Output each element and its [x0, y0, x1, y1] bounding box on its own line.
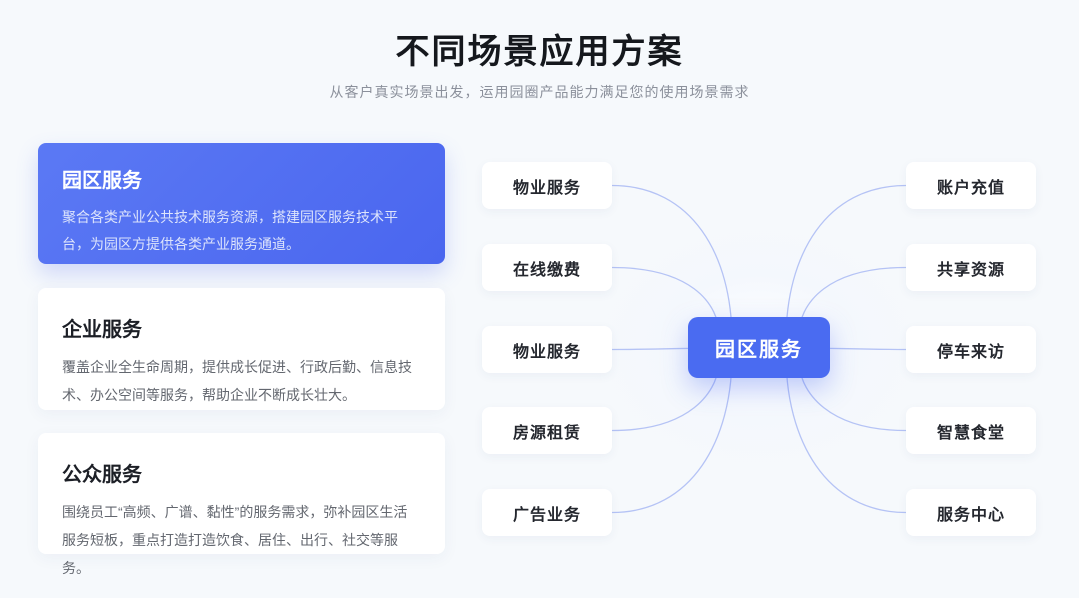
- page-subtitle: 从客户真实场景出发，运用园圈产品能力满足您的使用场景需求: [329, 84, 750, 100]
- node-service-center[interactable]: 服务中心: [906, 489, 1036, 536]
- node-property-service-2[interactable]: 物业服务: [482, 326, 612, 373]
- card-title: 公众服务: [62, 464, 142, 486]
- node-shared-resources[interactable]: 共享资源: [906, 244, 1036, 291]
- mindmap-diagram: 物业服务 在线缴费 物业服务 房源租赁 广告业务 账户充值 共享资源 停车来访 …: [480, 140, 1039, 560]
- card-description: 聚合各类产业公共技术服务资源，搭建园区服务技术平台，为园区方提供各类产业服务通道…: [62, 209, 398, 252]
- node-advertising-business[interactable]: 广告业务: [482, 489, 612, 536]
- card-description: 覆盖企业全生命周期，提供成长促进、行政后勤、信息技术、办公空间等服务，帮助企业不…: [62, 359, 412, 403]
- card-public-service[interactable]: 公众服务 围绕员工“高频、广谱、黏性”的服务需求，弥补园区生活服务短板，重点打造…: [38, 433, 445, 576]
- node-housing-rental[interactable]: 房源租赁: [482, 407, 612, 454]
- node-label: 房源租赁: [512, 424, 581, 442]
- node-label: 智慧食堂: [936, 424, 1005, 442]
- node-parking-visit[interactable]: 停车来访: [906, 326, 1036, 373]
- card-title: 企业服务: [62, 319, 142, 341]
- node-property-service-1[interactable]: 物业服务: [482, 162, 612, 209]
- node-online-payment[interactable]: 在线缴费: [482, 244, 612, 291]
- center-node-park-service[interactable]: 园区服务: [688, 317, 830, 378]
- node-label: 停车来访: [936, 343, 1005, 361]
- card-enterprise-service[interactable]: 企业服务 覆盖企业全生命周期，提供成长促进、行政后勤、信息技术、办公空间等服务，…: [38, 288, 445, 410]
- page-title: 不同场景应用方案: [395, 33, 684, 71]
- node-account-recharge[interactable]: 账户充值: [906, 162, 1036, 209]
- center-node-label: 园区服务: [715, 339, 803, 361]
- node-label: 服务中心: [936, 506, 1005, 524]
- node-label: 物业服务: [512, 343, 581, 361]
- node-label: 账户充值: [936, 179, 1005, 197]
- node-label: 共享资源: [936, 261, 1005, 279]
- card-description: 围绕员工“高频、广谱、黏性”的服务需求，弥补园区生活服务短板，重点打造打造饮食、…: [62, 504, 408, 576]
- node-label: 广告业务: [512, 506, 581, 524]
- node-smart-canteen[interactable]: 智慧食堂: [906, 407, 1036, 454]
- node-label: 物业服务: [512, 179, 581, 197]
- card-title: 园区服务: [62, 170, 142, 192]
- node-label: 在线缴费: [512, 261, 581, 279]
- card-park-service[interactable]: 园区服务 聚合各类产业公共技术服务资源，搭建园区服务技术平台，为园区方提供各类产…: [38, 143, 445, 264]
